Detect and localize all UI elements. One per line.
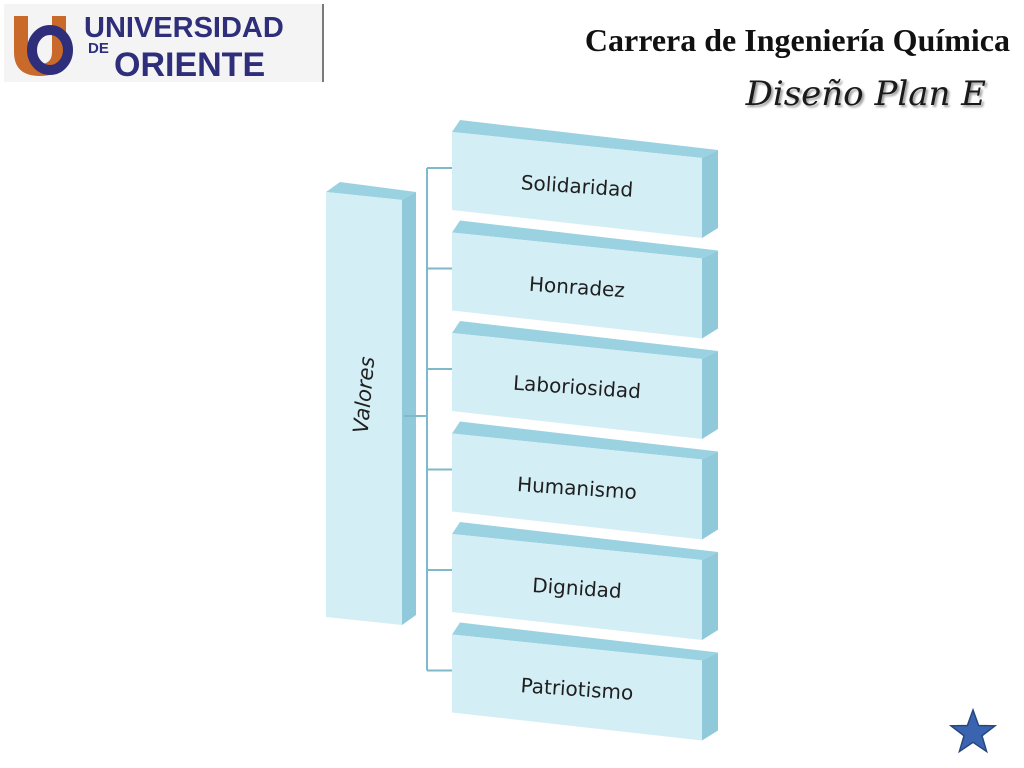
box-front-laboriosidad [452,333,702,439]
box-side-laboriosidad [702,351,718,439]
box-top-dignidad [452,522,718,560]
box-top-patriotismo [452,622,718,661]
root-box-front [326,192,402,625]
root-box-top [326,182,416,200]
box-top-humanismo [452,421,718,460]
box-side-dignidad [702,552,718,640]
box-side-honradez [702,250,718,339]
page-subtitle: Diseño Plan E [745,74,986,114]
box-side-humanismo [702,451,718,540]
box-side-solidaridad [702,150,718,238]
logo-text-oriente: ORIENTE [114,46,266,84]
box-front-humanismo [452,433,702,540]
box-front-patriotismo [452,634,702,741]
box-top-honradez [452,220,718,259]
box-front-honradez [452,232,702,339]
star-icon[interactable] [949,708,997,754]
box-top-solidaridad [452,120,718,158]
page-title: Carrera de Ingeniería Química [584,22,1010,58]
box-front-dignidad [452,534,702,640]
logo-text-de: DE [88,40,109,57]
box-top-laboriosidad [452,321,718,359]
university-logo-icon [14,16,73,76]
root-box-side [402,192,416,625]
university-logo: UNIVERSIDAD DE ORIENTE [4,4,324,82]
logo-text-universidad: UNIVERSIDAD [84,12,284,44]
box-side-patriotismo [702,652,718,741]
box-front-solidaridad [452,132,702,238]
